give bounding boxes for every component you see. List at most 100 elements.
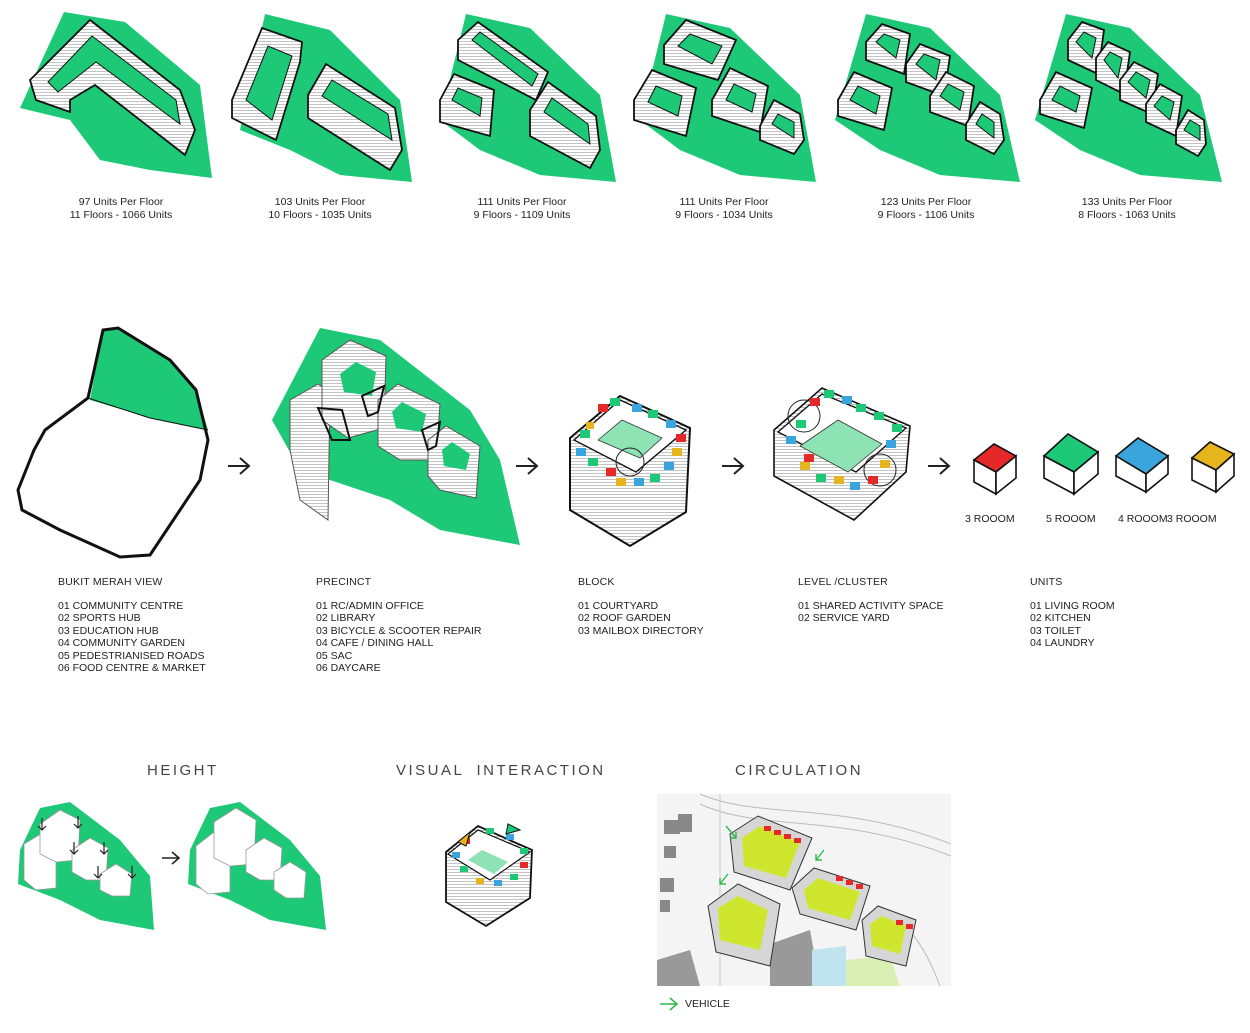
- highlight-circle: [863, 453, 897, 487]
- list-item: 04 LAUNDRY: [1030, 637, 1095, 650]
- courtyard-b: [915, 53, 941, 81]
- courtyard-e: [975, 113, 995, 140]
- list-item: 02 SERVICE YARD: [798, 612, 890, 625]
- context-building: [657, 950, 700, 986]
- highlight-circle: [615, 447, 645, 477]
- list-item: 04 CAFE / DINING HALL: [316, 637, 434, 650]
- arrow-icon: [928, 457, 951, 475]
- list-title-units: UNITS: [1030, 576, 1063, 588]
- block-diagram: [569, 394, 692, 548]
- arrow-icon: [162, 851, 181, 865]
- height-diagram-before: [18, 802, 154, 930]
- courtyard-e: [1153, 95, 1175, 121]
- arrow-down-icon: [37, 816, 137, 879]
- option-label-5: 123 Units Per Floor 9 Floors - 1106 Unit…: [826, 196, 1026, 222]
- view-direction-icon: [457, 830, 471, 847]
- courtyard-a: [875, 33, 901, 59]
- courtyard-b: [1103, 51, 1123, 80]
- unit-cube-3-room-yellow: [1190, 441, 1236, 494]
- building-slab: [28, 18, 196, 157]
- precinct-diagram: [272, 328, 520, 545]
- list-title-level-cluster: LEVEL /CLUSTER: [798, 576, 888, 588]
- list-item: 01 RC/ADMIN OFFICE: [316, 600, 424, 612]
- massing-option-4: [633, 14, 816, 182]
- arrow-icon: [228, 457, 251, 475]
- list-title-precinct: PRECINCT: [316, 576, 372, 588]
- context-building: [770, 930, 820, 986]
- block-courtyard: [804, 878, 860, 920]
- unit-type-label: 4 ROOOM: [1118, 513, 1168, 525]
- courtyard-b: [647, 85, 683, 117]
- courtyard-d: [1127, 71, 1151, 99]
- option-label-2: 103 Units Per Floor 10 Floors - 1035 Uni…: [220, 196, 420, 222]
- list-item: 01 COMMUNITY CENTRE: [58, 600, 184, 612]
- link-bridge: [360, 384, 386, 418]
- context-building: [660, 900, 670, 912]
- courtyard-b: [321, 79, 393, 142]
- scale-diagram-row: [16, 326, 1236, 559]
- unit-cube-5-room-green: [1042, 433, 1100, 496]
- option-floors-units: 11 Floors - 1066 Units: [69, 209, 173, 221]
- courtyard-f: [1183, 119, 1201, 141]
- section-title-height: HEIGHT: [147, 762, 219, 779]
- legend-vehicle-label: VEHICLE: [685, 998, 730, 1010]
- context-building: [678, 814, 692, 832]
- list-item: 06 DAYCARE: [316, 662, 381, 675]
- courtyard-d: [771, 113, 795, 139]
- massing-option-5: [835, 14, 1020, 182]
- list-item: 02 SPORTS HUB: [58, 612, 141, 625]
- massing-option-2: [231, 14, 412, 182]
- option-floors-units: 10 Floors - 1035 Units: [268, 209, 372, 221]
- section-title-circulation: CIRCULATION: [735, 762, 864, 779]
- list-title-block: BLOCK: [578, 576, 615, 588]
- vehicle-legend-arrow-icon: [660, 997, 679, 1011]
- list-item: 05 SAC: [316, 649, 353, 662]
- massing-options-row: [20, 12, 1222, 182]
- block-courtyard: [870, 916, 906, 954]
- courtyard-a: [471, 31, 539, 87]
- site-boundary: [16, 326, 210, 559]
- unit-cube-3-room-red: [972, 443, 1018, 496]
- tower-block: [289, 383, 331, 521]
- shared-activity-space: [799, 419, 883, 473]
- courtyard-c: [849, 85, 881, 115]
- unit-cube-4-room-blue: [1114, 437, 1170, 494]
- list-item: 03 EDUCATION HUB: [58, 624, 159, 637]
- list-title-bukit-merah-view: BUKIT MERAH VIEW: [58, 576, 163, 588]
- list-block: 01 COURTYARD 02 ROOF GARDEN 03 MAILBOX D…: [578, 600, 704, 637]
- option-label-1: 97 Units Per Floor 11 Floors - 1066 Unit…: [21, 196, 221, 222]
- list-item: 04 COMMUNITY GARDEN: [58, 637, 185, 650]
- context-building: [660, 878, 674, 892]
- option-units-per-floor: 111 Units Per Floor: [477, 196, 567, 208]
- list-precinct: 01 RC/ADMIN OFFICE 02 LIBRARY 03 BICYCLE…: [316, 600, 482, 674]
- courtyard-b: [451, 87, 483, 117]
- option-floors-units: 9 Floors - 1106 Units: [877, 209, 975, 221]
- option-floors-units: 9 Floors - 1034 Units: [675, 209, 773, 221]
- context-building: [664, 846, 676, 858]
- site-green-area: [90, 328, 208, 430]
- list-item: 06 FOOD CENTRE & MARKET: [58, 662, 206, 675]
- option-units-per-floor: 111 Units Per Floor: [679, 196, 769, 208]
- context-building: [664, 820, 680, 834]
- view-direction-icon: [505, 823, 522, 835]
- list-level-cluster: 01 SHARED ACTIVITY SPACE 02 SERVICE YARD: [798, 600, 944, 625]
- block-courtyard: [718, 896, 768, 950]
- courtyard-c: [725, 83, 757, 113]
- vehicle-arrow-icon: [719, 825, 825, 885]
- link-bridge: [420, 420, 442, 452]
- option-units-per-floor: 97 Units Per Floor: [78, 196, 164, 208]
- option-units-per-floor: 123 Units Per Floor: [880, 196, 972, 208]
- list-item: 02 ROOF GARDEN: [578, 612, 671, 625]
- option-label-6: 133 Units Per Floor 8 Floors - 1063 Unit…: [1027, 196, 1227, 222]
- option-units-per-floor: 103 Units Per Floor: [274, 196, 366, 208]
- site-plan-diagram: [16, 326, 210, 559]
- courtyard-a: [677, 33, 723, 65]
- height-diagram-after: [188, 802, 326, 930]
- courtyard-c: [543, 97, 591, 146]
- courtyard-a: [1075, 31, 1097, 60]
- circulation-site-plan: [657, 793, 952, 1011]
- list-item: 03 BICYCLE & SCOOTER REPAIR: [316, 624, 482, 637]
- courtyard: [47, 35, 181, 126]
- section-title-visual-interaction: VISUAL INTERACTION: [396, 762, 606, 779]
- arrow-icon: [516, 457, 539, 475]
